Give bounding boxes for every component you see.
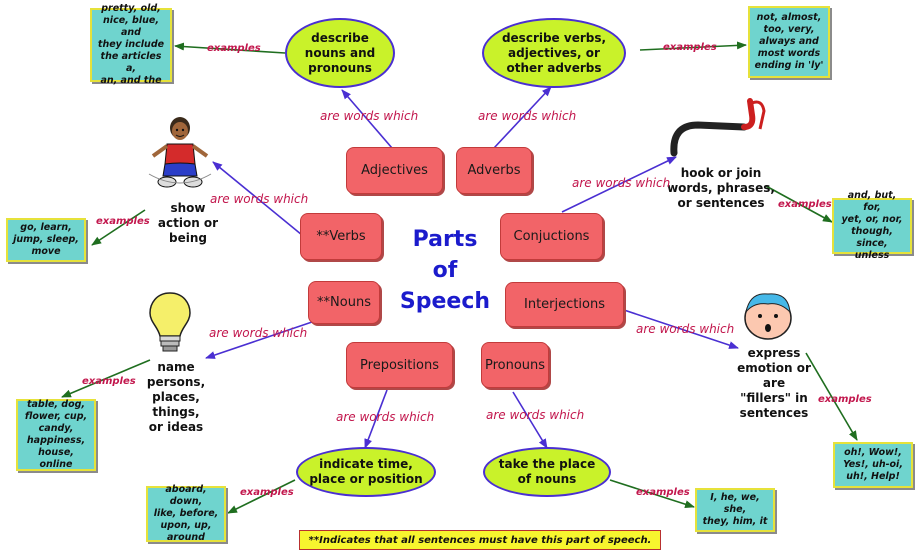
footnote: **Indicates that all sentences must have… — [299, 530, 661, 550]
label-are-words-which: are words which — [572, 176, 671, 190]
surprised-face-icon — [744, 293, 792, 340]
link-prepositions-examples — [227, 479, 296, 514]
link-adverbs-examples — [639, 41, 747, 51]
desc-verbs: show action or being — [157, 200, 219, 245]
label-are-words-which: are words which — [478, 109, 577, 123]
pos-nouns: **Nouns — [308, 281, 380, 324]
link-verbs-description — [212, 161, 303, 236]
desc-prepositions: indicate time, place or position — [296, 447, 436, 497]
pos-adverbs: Adverbs — [456, 147, 532, 194]
label-examples: examples — [636, 487, 690, 498]
examples-adverbs: not, almost, too, very, always and most … — [748, 6, 830, 78]
pos-adjectives: Adjectives — [346, 147, 443, 194]
examples-conjunctions: and, but, for, yet, or, nor, though, sin… — [832, 190, 912, 261]
link-adjectives-examples — [174, 42, 286, 54]
link-adjectives-description — [341, 89, 393, 149]
label-are-words-which: are words which — [636, 322, 735, 336]
label-examples: examples — [778, 199, 832, 210]
pos-verbs: **Verbs — [300, 213, 382, 260]
pos-prepositions: Prepositions — [346, 342, 453, 388]
link-nouns-description — [205, 321, 313, 359]
link-interjections-description — [623, 309, 739, 349]
label-are-words-which: are words which — [486, 408, 585, 422]
label-examples: examples — [82, 376, 136, 387]
label-are-words-which: are words which — [209, 326, 308, 340]
examples-pronouns: I, he, we, she, they, him, it — [695, 488, 775, 532]
hook-icon — [670, 98, 766, 157]
desc-pronouns: take the place of nouns — [483, 447, 611, 497]
link-prepositions-description — [364, 389, 388, 449]
label-examples: examples — [663, 42, 717, 53]
page-title: Parts of Speech — [393, 224, 497, 317]
examples-interjections: oh!, Wow!, Yes!, uh-oi, uh!, Help! — [833, 442, 913, 488]
link-conjunctions-description — [561, 156, 677, 213]
label-are-words-which: are words which — [320, 109, 419, 123]
lightbulb-icon — [149, 292, 191, 352]
link-adverbs-description — [493, 86, 552, 149]
pos-pronouns: Pronouns — [481, 342, 549, 388]
desc-adjectives: describe nouns and pronouns — [285, 18, 395, 88]
jumping-kid-icon — [148, 117, 212, 188]
label-examples: examples — [818, 394, 872, 405]
desc-nouns: name persons, places, things, or ideas — [146, 359, 206, 434]
label-examples: examples — [207, 43, 261, 54]
desc-conjunctions: hook or join words, phrases, or sentence… — [667, 165, 775, 210]
link-interjections-examples — [805, 352, 858, 441]
link-verbs-examples — [91, 209, 146, 246]
link-pronouns-examples — [609, 479, 695, 509]
examples-prepositions: aboard, down, like, before, upon, up, ar… — [146, 484, 226, 543]
label-examples: examples — [96, 216, 150, 227]
examples-nouns: table, dog, flower, cup, candy, happines… — [16, 399, 96, 471]
link-conjunctions-examples — [765, 185, 833, 223]
link-pronouns-description — [512, 391, 548, 449]
pos-conjunctions: Conjuctions — [500, 213, 603, 260]
label-examples: examples — [240, 487, 294, 498]
link-nouns-examples — [61, 359, 151, 398]
label-are-words-which: are words which — [210, 192, 309, 206]
examples-verbs: go, learn, jump, sleep, move — [6, 218, 86, 262]
title-line-3: Speech — [399, 289, 491, 314]
label-are-words-which: are words which — [336, 410, 435, 424]
pos-interjections: Interjections — [505, 282, 624, 327]
desc-interjections: express emotion or are "fillers" in sent… — [737, 345, 811, 420]
title-line-2: of — [432, 258, 458, 283]
examples-adjectives: pretty, old, nice, blue, and they includ… — [90, 3, 172, 86]
title-line-1: Parts — [412, 227, 478, 252]
desc-adverbs: describe verbs, adjectives, or other adv… — [482, 18, 626, 88]
